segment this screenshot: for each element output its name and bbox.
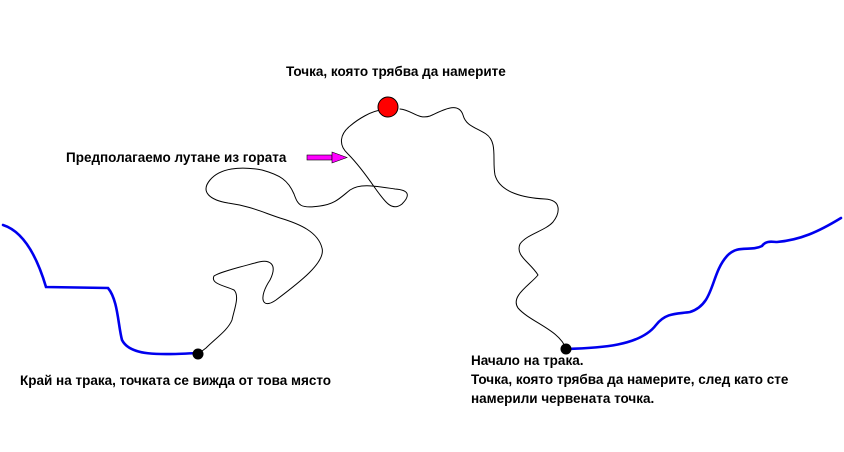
track-right xyxy=(564,216,843,351)
track-start-label: Начало на трака. Точка, която трябва да … xyxy=(471,352,788,409)
arrow-icon xyxy=(306,151,348,164)
wander-path-right xyxy=(399,107,567,350)
track-end-label: Край на трака, точката се вижда от това … xyxy=(20,373,332,388)
wander-path-left xyxy=(197,109,408,355)
track-end-marker xyxy=(192,348,204,360)
track-start-line-1: Начало на трака. xyxy=(471,353,584,368)
track-start-line-3: намерили червената точка. xyxy=(471,391,655,406)
track-start-line-2: Точка, която трябва да намерите, след ка… xyxy=(471,372,789,387)
target-marker xyxy=(377,96,399,118)
track-left xyxy=(1,223,200,356)
track-start-marker xyxy=(560,343,572,355)
target-point-label: Точка, която трябва да намерите xyxy=(286,64,506,79)
assumed-wandering-label: Предполагаемо лутане из гората xyxy=(66,150,287,165)
